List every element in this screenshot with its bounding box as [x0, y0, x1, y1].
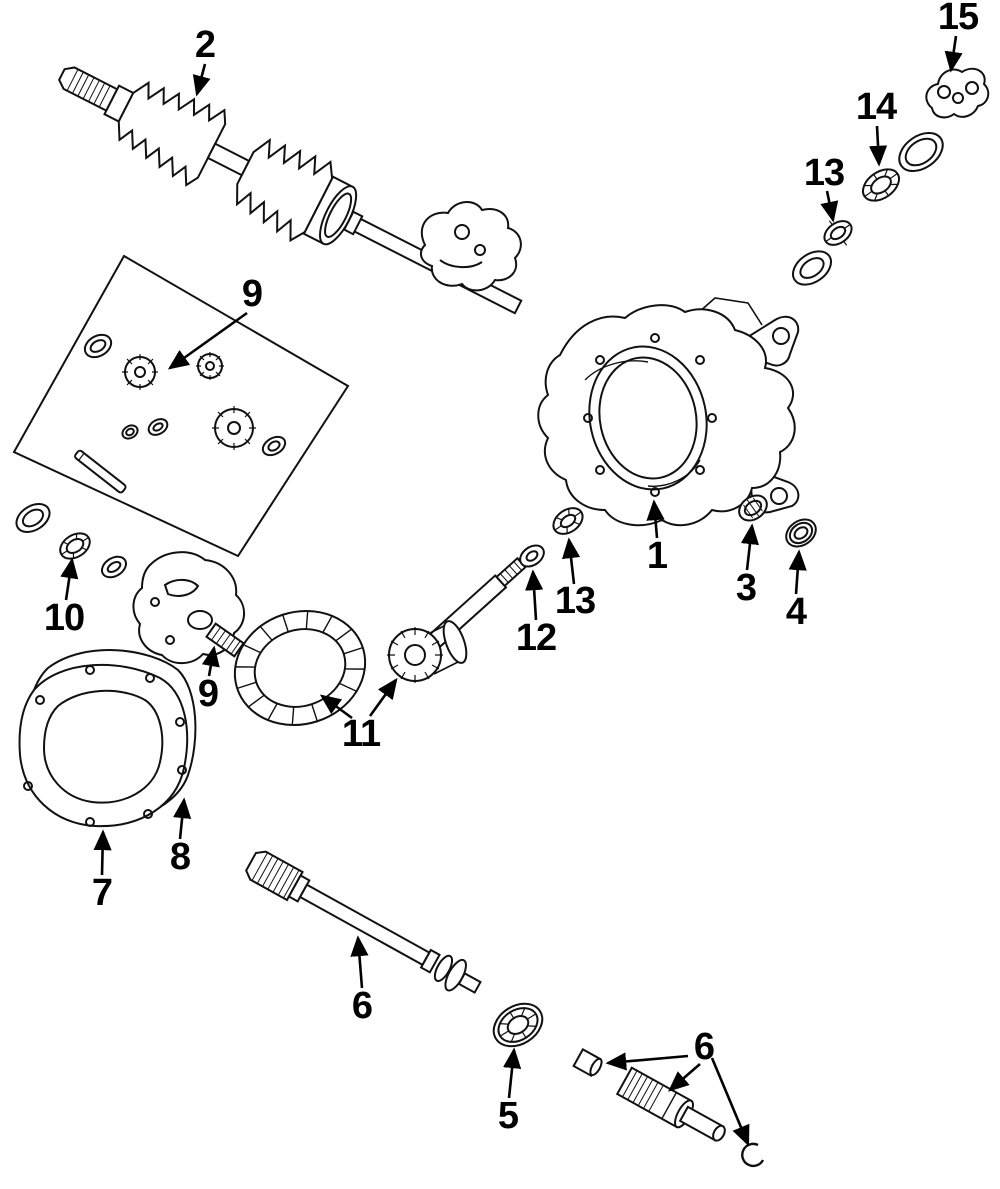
callout-12: 12 [515, 617, 557, 659]
callout-3: 3 [735, 567, 757, 609]
pinion-gear-shaft [387, 552, 532, 683]
leader-11a [319, 694, 353, 720]
leader-6a [605, 1052, 689, 1071]
washer-ring-top [898, 131, 944, 173]
bearing-5 [492, 1002, 544, 1048]
callout-14: 14 [855, 86, 897, 128]
leader-9-kit [167, 311, 248, 370]
snap-ring [741, 1142, 765, 1168]
callout-6-joint: 6 [693, 1026, 715, 1068]
callout-1: 1 [646, 535, 668, 577]
cover-gasket [18, 649, 197, 828]
bearing-14 [861, 168, 901, 202]
leader-15 [944, 35, 963, 73]
leader-13-upper [820, 190, 839, 223]
callout-15: 15 [937, 0, 979, 38]
axle-seal-left [15, 503, 51, 533]
leader-2 [192, 63, 211, 97]
callout-13-lower: 13 [554, 580, 596, 622]
bearing-3 [738, 494, 768, 522]
bushing [572, 1048, 603, 1078]
callout-8: 8 [169, 836, 191, 878]
bearing-10 [59, 532, 91, 560]
callout-13-upper: 13 [803, 152, 845, 194]
leader-4 [788, 549, 807, 595]
leader-8 [173, 797, 192, 840]
leader-14 [868, 125, 888, 167]
seal-4 [785, 518, 817, 548]
callout-10: 10 [43, 597, 85, 639]
callout-9-kit: 9 [241, 273, 263, 315]
bearing-13-lower [552, 507, 584, 535]
callout-2: 2 [194, 24, 216, 66]
leader-10 [60, 557, 79, 601]
leader-13-lower [562, 537, 581, 585]
washer-left [100, 555, 128, 579]
leader-5 [503, 1047, 522, 1099]
leader-12 [525, 569, 544, 621]
leader-1 [646, 499, 665, 539]
leader-6-shaft [350, 935, 369, 989]
differential-carrier-housing [537, 297, 800, 527]
callout-6-shaft: 6 [351, 985, 373, 1027]
leader-7 [93, 829, 112, 876]
callout-5: 5 [497, 1095, 519, 1137]
internal-kit-box [12, 254, 350, 558]
callout-4: 4 [785, 591, 807, 633]
callout-7: 7 [91, 872, 113, 914]
callout-11: 11 [341, 713, 381, 755]
intermediate-shaft [245, 850, 482, 994]
leader-9-case [201, 645, 220, 677]
bearing-13-upper [823, 220, 853, 246]
leader-6c [710, 1057, 750, 1147]
flange-yoke-15 [925, 67, 990, 119]
callout-9-case: 9 [197, 673, 219, 715]
washer-12 [519, 544, 545, 568]
leader-6b [668, 1063, 701, 1092]
disconnect-housing [419, 201, 522, 292]
leader-lines [60, 35, 963, 1147]
differential-case [132, 551, 245, 665]
slip-coupling [615, 1066, 726, 1142]
leader-11b [368, 677, 398, 717]
pinion-seal [792, 250, 832, 286]
leader-3 [740, 523, 759, 571]
